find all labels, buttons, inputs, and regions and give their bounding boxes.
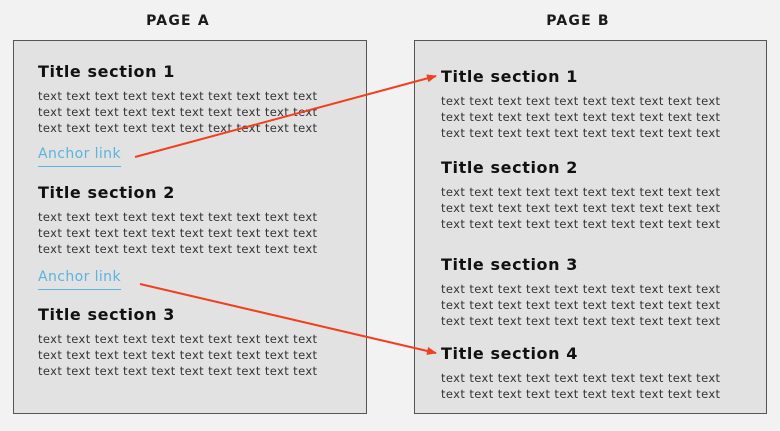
text-line: text text text text text text text text … xyxy=(441,371,721,385)
text-line: text text text text text text text text … xyxy=(441,217,721,231)
text-line: text text text text text text text text … xyxy=(441,201,721,215)
page-b-section-1: Title section 1 text text text text text… xyxy=(441,67,720,141)
text-line: text text text text text text text text … xyxy=(441,298,721,312)
text-line: text text text text text text text text … xyxy=(441,126,721,140)
section-text: text text text text text text text text … xyxy=(441,184,720,232)
section-text: text text text text text text text text … xyxy=(38,331,317,379)
page-a-section-3: Title section 3 text text text text text… xyxy=(38,305,317,379)
section-text: text text text text text text text text … xyxy=(441,93,720,141)
text-line: text text text text text text text text … xyxy=(38,364,318,378)
page-b-section-4: Title section 4 text text text text text… xyxy=(441,344,720,402)
anchor-link-2[interactable]: Anchor link xyxy=(38,268,121,290)
section-title: Title section 2 xyxy=(38,183,176,202)
text-line: text text text text text text text text … xyxy=(38,210,318,224)
page-b-label: PAGE B xyxy=(546,13,610,29)
page-a-label: PAGE A xyxy=(146,13,210,29)
text-line: text text text text text text text text … xyxy=(38,242,318,256)
text-line: text text text text text text text text … xyxy=(38,89,318,103)
text-line: text text text text text text text text … xyxy=(441,94,721,108)
text-line: text text text text text text text text … xyxy=(38,332,318,346)
section-text: text text text text text text text text … xyxy=(38,88,317,136)
section-title: Title section 2 xyxy=(441,158,579,177)
page-a-section-1: Title section 1 text text text text text… xyxy=(38,62,317,136)
anchor-link-1[interactable]: Anchor link xyxy=(38,145,121,167)
page-b: Title section 1 text text text text text… xyxy=(414,40,767,414)
text-line: text text text text text text text text … xyxy=(38,348,318,362)
text-line: text text text text text text text text … xyxy=(38,121,318,135)
page-b-section-3: Title section 3 text text text text text… xyxy=(441,255,720,329)
text-line: text text text text text text text text … xyxy=(38,105,318,119)
section-title: Title section 3 xyxy=(38,305,176,324)
section-title: Title section 1 xyxy=(38,62,176,81)
section-title: Title section 4 xyxy=(441,344,579,363)
page-b-section-2: Title section 2 text text text text text… xyxy=(441,158,720,232)
section-text: text text text text text text text text … xyxy=(441,281,720,329)
text-line: text text text text text text text text … xyxy=(441,185,721,199)
text-line: text text text text text text text text … xyxy=(441,282,721,296)
section-title: Title section 1 xyxy=(441,67,579,86)
page-a: Title section 1 text text text text text… xyxy=(13,40,367,414)
section-title: Title section 3 xyxy=(441,255,579,274)
page-a-section-2: Title section 2 text text text text text… xyxy=(38,183,317,257)
text-line: text text text text text text text text … xyxy=(441,314,721,328)
section-text: text text text text text text text text … xyxy=(38,209,317,257)
text-line: text text text text text text text text … xyxy=(441,387,721,401)
section-text: text text text text text text text text … xyxy=(441,370,720,402)
text-line: text text text text text text text text … xyxy=(441,110,721,124)
text-line: text text text text text text text text … xyxy=(38,226,318,240)
